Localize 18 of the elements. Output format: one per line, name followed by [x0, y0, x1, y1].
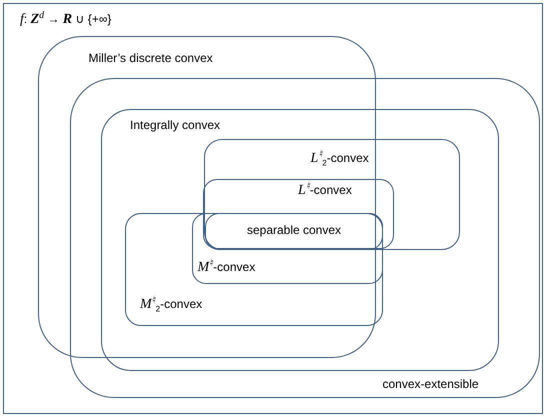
set-region — [101, 109, 499, 371]
set-region — [70, 78, 540, 398]
set-label: M$^{♮}$-convex — [198, 260, 256, 274]
set-region — [204, 138, 460, 250]
set-region — [125, 213, 383, 326]
set-region — [205, 213, 383, 250]
set-label: Miller’s discrete convex — [88, 50, 213, 64]
set-label: M$^{♮}$$_{2}$-convex — [140, 297, 202, 312]
set-region — [203, 179, 394, 249]
set-label: separable convex — [246, 223, 342, 237]
set-region — [38, 36, 376, 358]
function-formula: f: Z$^{d}$ → R ∪ {+∞} — [20, 12, 112, 27]
set-label: Integrally convex — [130, 118, 220, 132]
set-region — [192, 212, 382, 284]
set-label: convex-extensible — [382, 376, 479, 390]
set-label: L$^{♮}$$_{2}$-convex — [310, 150, 369, 166]
set-label: L$^{♮}$-convex — [298, 183, 352, 198]
frame — [3, 3, 543, 414]
